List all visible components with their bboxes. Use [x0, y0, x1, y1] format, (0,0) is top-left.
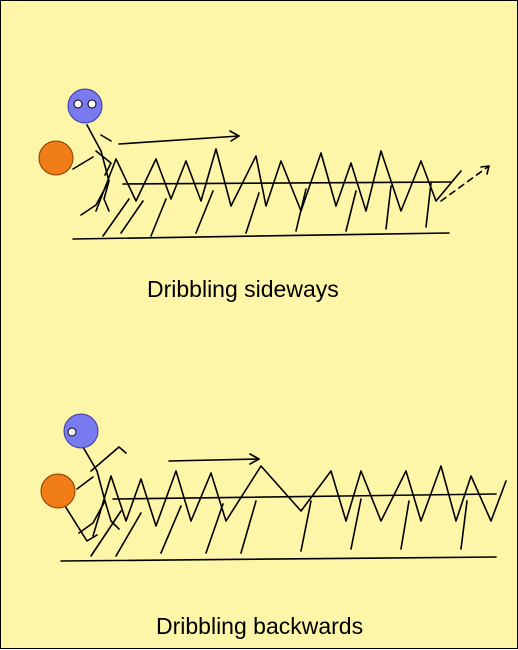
- backwards-player: [64, 446, 127, 542]
- sideways-exit-arrow: [440, 165, 490, 202]
- sideways-player: [72, 124, 112, 216]
- backwards-court-bottom-line: [60, 556, 497, 562]
- caption-dribbling-sideways: Dribbling sideways: [147, 276, 339, 302]
- caption-dribbling-backwards: Dribbling backwards: [156, 613, 364, 639]
- backwards-footwork-strokes: [90, 498, 468, 557]
- sideways-drill: [38, 88, 490, 240]
- sideways-court-top-line: [122, 181, 452, 185]
- backwards-direction-arrow: [168, 453, 260, 465]
- sideways-ball: [38, 140, 74, 176]
- sideways-direction-arrow: [118, 130, 240, 145]
- backwards-player-head: [63, 413, 99, 449]
- backwards-ball: [40, 473, 76, 509]
- backwards-court-top-line: [112, 493, 497, 500]
- sideways-footwork-strokes: [102, 182, 432, 237]
- sideways-court-bottom-line: [72, 232, 450, 240]
- backwards-zigzag-path: [92, 465, 507, 537]
- backwards-drill: [40, 413, 507, 562]
- sideways-zigzag-path: [95, 148, 462, 212]
- sideways-player-head: [67, 88, 103, 124]
